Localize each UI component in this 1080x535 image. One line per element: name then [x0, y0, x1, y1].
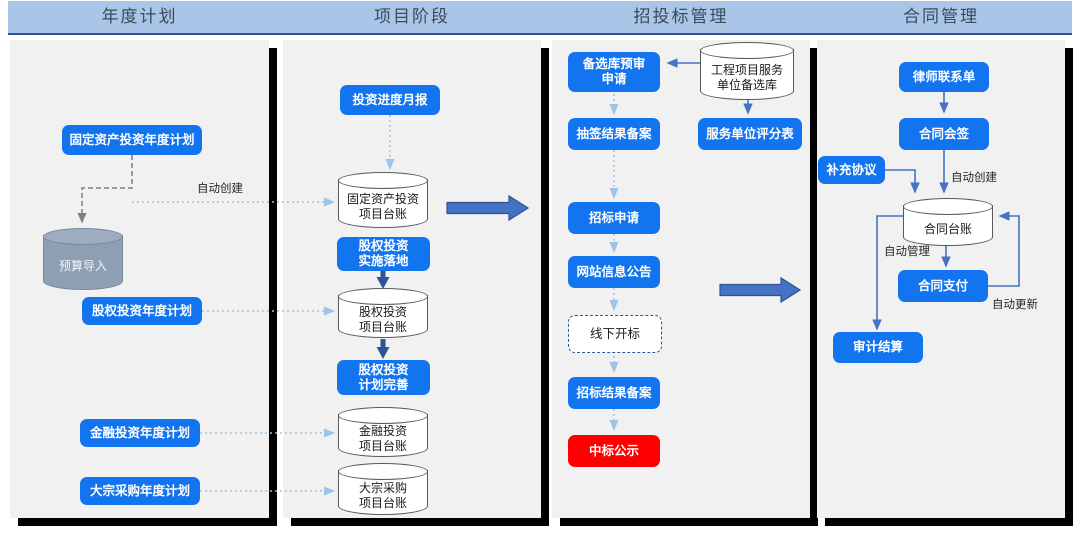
cylinder-label: 股权投资 项目台账	[358, 305, 407, 334]
cylinder-top	[700, 42, 794, 59]
cylinder-label: 预算导入	[58, 258, 107, 273]
node-equity-annual-plan: 股权投资年度计划	[82, 297, 202, 325]
cylinder-top	[338, 407, 428, 424]
cylinder-top	[338, 172, 428, 189]
node-investment-monthly-report: 投资进度月报	[340, 85, 440, 115]
node-pool-pre-review-application: 备选库预审 申请	[568, 52, 660, 92]
cylinder-label: 固定资产投资 项目台账	[346, 192, 419, 221]
cylinder-top	[338, 288, 428, 305]
label-auto-manage: 自动管理	[884, 246, 930, 258]
cylinder-label: 合同台账	[923, 221, 972, 236]
lane-header-band	[8, 1, 1072, 35]
node-contract-countersign: 合同会签	[899, 118, 989, 150]
lane-title-contract: 合同管理	[903, 7, 979, 26]
cylinder-equity-ledger: 股权投资 项目台账	[338, 288, 428, 338]
node-financial-annual-plan: 金融投资年度计划	[80, 419, 200, 447]
cylinder-bulk-purchase-ledger: 大宗采购 项目台账	[338, 463, 428, 515]
label-auto-create-right: 自动创建	[951, 172, 997, 184]
label-auto-create-left: 自动创建	[197, 183, 243, 195]
cylinder-contract-ledger: 合同台账	[903, 198, 993, 246]
label-auto-update: 自动更新	[992, 299, 1038, 311]
node-website-notice: 网站信息公告	[568, 256, 660, 288]
node-contract-payment: 合同支付	[898, 270, 988, 302]
node-lottery-result-record: 抽签结果备案	[568, 118, 660, 150]
cylinder-top	[43, 228, 123, 245]
cylinder-top	[338, 463, 428, 480]
node-supplement-agreement: 补充协议	[818, 156, 885, 184]
node-audit-settlement: 审计结算	[833, 332, 923, 363]
node-lawyer-contact-sheet: 律师联系单	[899, 62, 989, 92]
cylinder-label: 大宗采购 项目台账	[358, 481, 407, 510]
node-bid-result-record: 招标结果备案	[568, 377, 660, 409]
cylinder-label: 金融投资 项目台账	[358, 424, 407, 453]
cylinder-fixed-asset-ledger: 固定资产投资 项目台账	[338, 172, 428, 228]
lane-title-project-phase: 项目阶段	[374, 7, 450, 26]
cylinder-label: 工程项目服务 单位备选库	[710, 63, 783, 92]
node-fixed-asset-annual-plan: 固定资产投资年度计划	[62, 125, 202, 155]
lane-title-annual-plan: 年度计划	[101, 7, 178, 26]
node-bid-application: 招标申请	[568, 202, 660, 234]
cylinder-budget-import: 预算导入	[43, 228, 123, 290]
node-winning-announcement: 中标公示	[568, 435, 660, 467]
node-equity-plan-improvement: 股权投资 计划完善	[337, 360, 430, 395]
node-offline-bid-opening: 线下开标	[568, 315, 662, 353]
cylinder-top	[903, 198, 993, 215]
node-equity-implementation: 股权投资 实施落地	[337, 237, 430, 271]
node-bulk-purchase-annual-plan: 大宗采购年度计划	[80, 477, 200, 505]
lane-title-bidding: 招投标管理	[633, 7, 729, 26]
node-service-unit-score-sheet: 服务单位评分表	[698, 118, 802, 150]
cylinder-financial-ledger: 金融投资 项目台账	[338, 407, 428, 457]
cylinder-service-unit-pool: 工程项目服务 单位备选库	[700, 42, 794, 100]
